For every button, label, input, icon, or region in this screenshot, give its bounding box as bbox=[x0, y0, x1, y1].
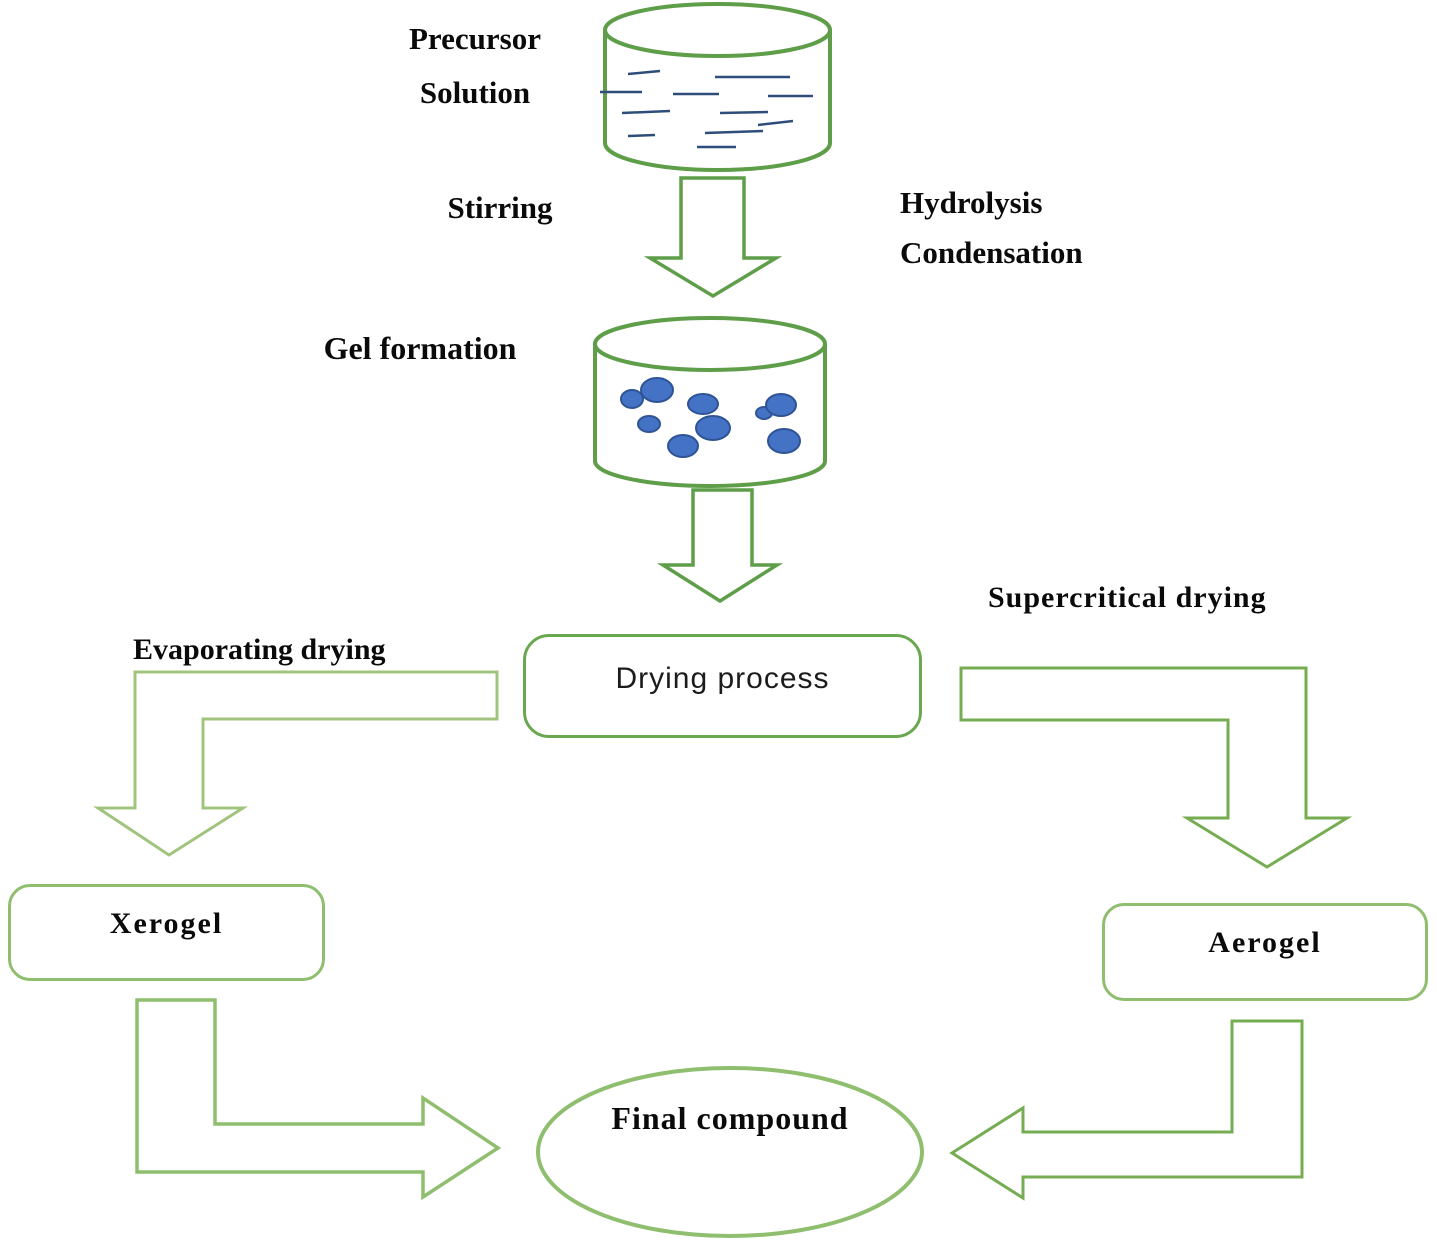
condensation-label: Condensation bbox=[900, 235, 1083, 270]
supercritical-elbow-arrow-icon bbox=[959, 666, 1353, 869]
evaporating-elbow-arrow-icon bbox=[93, 670, 499, 857]
gel-cylinder-icon bbox=[593, 316, 827, 488]
final-compound-label: Final compound bbox=[611, 1100, 849, 1136]
liquid-lines-icon bbox=[600, 69, 813, 149]
precursor-label-line1: Precursor bbox=[409, 21, 541, 56]
aerogel-node: Aerogel bbox=[1102, 903, 1428, 1001]
aerogel-label: Aerogel bbox=[1208, 926, 1322, 959]
drying-process-label: Drying process bbox=[615, 662, 830, 695]
gel-formation-label: Gel formation bbox=[323, 330, 517, 366]
down-arrow-2-icon bbox=[656, 488, 784, 604]
precursor-label-line2: Solution bbox=[419, 75, 531, 110]
evaporating-drying-label: Evaporating drying bbox=[133, 633, 386, 666]
xerogel-label: Xerogel bbox=[109, 906, 224, 940]
xerogel-to-final-arrow-icon bbox=[135, 998, 502, 1201]
aerogel-to-final-arrow-icon bbox=[949, 1019, 1304, 1201]
drying-process-node: Drying process bbox=[523, 634, 922, 738]
hydrolysis-label: Hydrolysis bbox=[900, 185, 1043, 220]
supercritical-drying-label: Supercritical drying bbox=[988, 581, 1267, 614]
gel-particles-icon bbox=[620, 377, 801, 458]
final-compound-ellipse-icon bbox=[536, 1066, 924, 1238]
stirring-label: Stirring bbox=[447, 190, 553, 225]
xerogel-node: Xerogel bbox=[8, 884, 325, 981]
down-arrow-1-icon bbox=[643, 176, 783, 299]
precursor-cylinder-icon bbox=[600, 2, 832, 172]
